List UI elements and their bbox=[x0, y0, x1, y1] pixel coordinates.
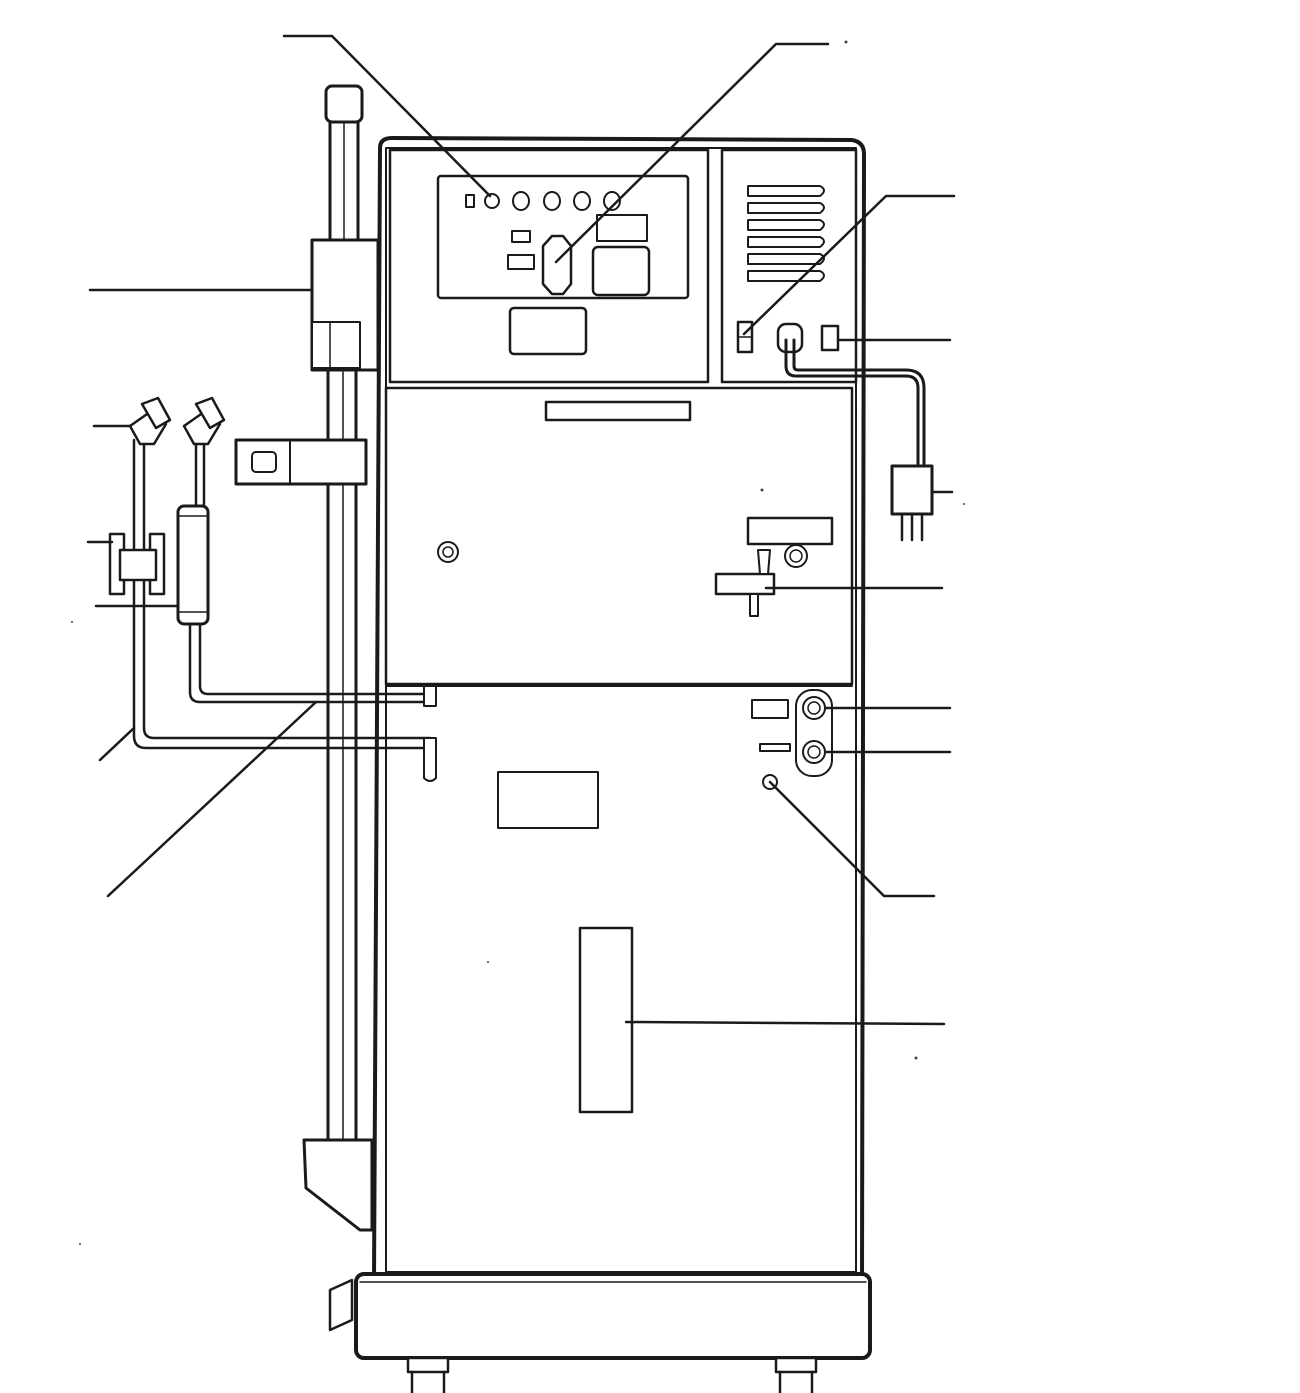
lower-label-plate bbox=[497, 771, 599, 829]
scan-specks bbox=[71, 40, 965, 1245]
iv-pole bbox=[302, 84, 374, 1232]
door-knob-right bbox=[784, 544, 808, 568]
leader-tubing-right bbox=[106, 700, 318, 898]
filter-cartridge bbox=[176, 504, 210, 626]
small-port bbox=[762, 774, 778, 790]
wheel-left bbox=[406, 1356, 450, 1393]
control-display bbox=[436, 174, 690, 300]
side-bracket bbox=[234, 438, 368, 486]
front-label-plate bbox=[508, 306, 588, 356]
leader-tubing-left bbox=[98, 726, 136, 762]
tubing-right-line bbox=[188, 438, 437, 707]
leader-power-switch bbox=[742, 194, 956, 336]
quick-connector-left bbox=[128, 396, 172, 446]
power-inlet bbox=[776, 322, 804, 354]
leader-rating-plate bbox=[624, 1020, 946, 1026]
leader-main-switch bbox=[554, 42, 830, 264]
hose-holder bbox=[108, 532, 166, 596]
door-label-strip bbox=[544, 400, 692, 422]
drain-valve bbox=[714, 549, 776, 617]
leader-lines bbox=[86, 34, 956, 1026]
base bbox=[328, 1272, 872, 1360]
fuse-holder bbox=[820, 324, 840, 352]
wheel-right bbox=[774, 1356, 818, 1393]
connector-panel bbox=[751, 689, 833, 777]
cabinet bbox=[372, 136, 866, 1282]
leader-small-port bbox=[768, 780, 936, 898]
power-cord bbox=[784, 338, 934, 542]
tubing-left-line bbox=[132, 438, 437, 782]
power-switch bbox=[736, 320, 754, 354]
leader-indicator-lamp bbox=[282, 34, 492, 198]
quick-connector-right bbox=[182, 396, 226, 446]
vent-grille bbox=[747, 185, 825, 282]
door-label-right bbox=[746, 516, 834, 546]
door-knob-left bbox=[437, 541, 459, 563]
rating-plate bbox=[578, 926, 634, 1114]
pole-clamp bbox=[310, 238, 380, 372]
